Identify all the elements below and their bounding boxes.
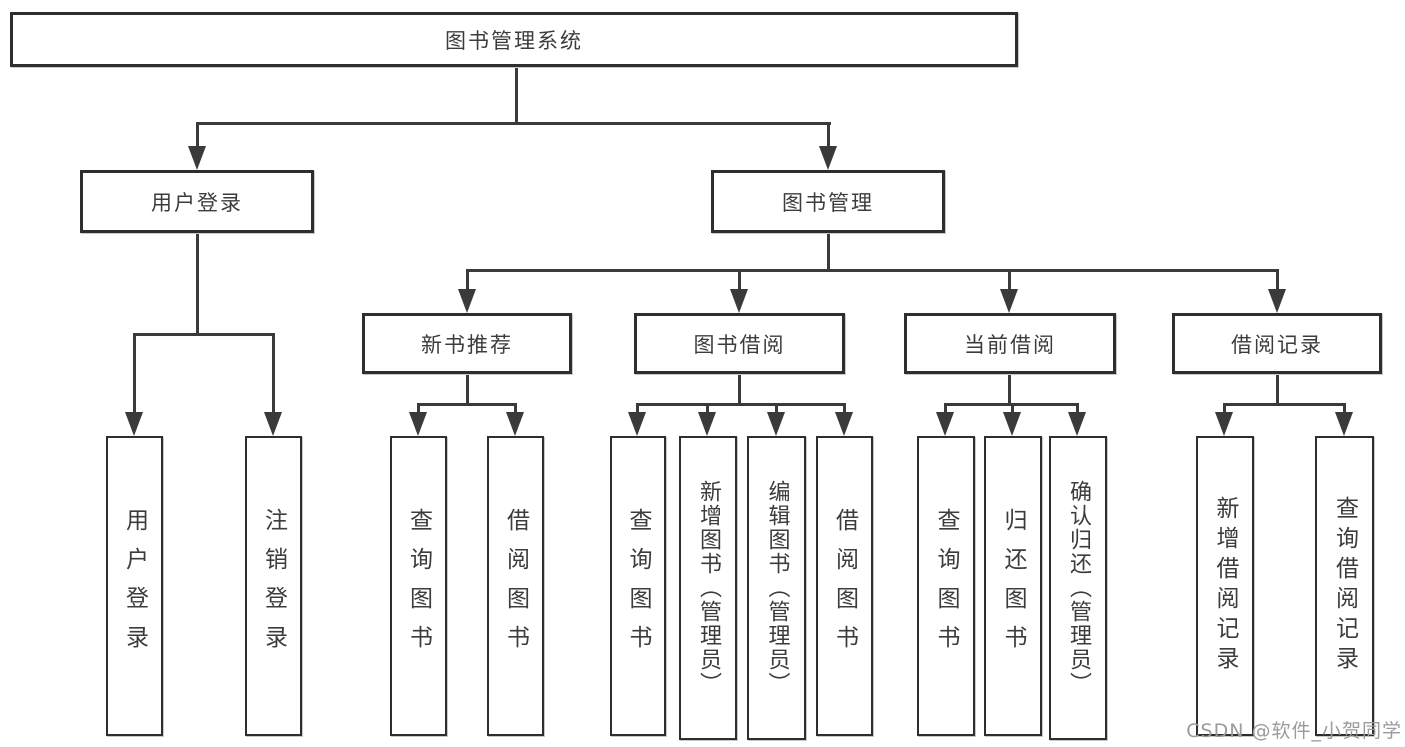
connector-borrow-records-stem xyxy=(1276,374,1279,406)
leaf-label: 查询借阅记录 xyxy=(1331,496,1358,676)
connector-drop-leaf xyxy=(514,403,517,419)
connector-drop-cat-new-book xyxy=(466,269,469,291)
leaf-label: 编辑图书（管理员） xyxy=(764,480,790,696)
leaf-label: 借阅图书 xyxy=(831,508,858,664)
node-cat-new-book: 新书推荐 xyxy=(362,313,572,374)
arrow-down-icon xyxy=(819,146,837,170)
connector-drop-leaf xyxy=(1076,403,1079,419)
node-leaf-query-book-3: 查询图书 xyxy=(917,436,975,736)
connector-user-login-stem xyxy=(196,232,199,336)
connector-drop-user-login xyxy=(196,122,199,152)
connector-drop-leaf xyxy=(1011,403,1014,419)
connector-drop-leaf xyxy=(636,403,639,419)
node-leaf-borrow-book-2: 借阅图书 xyxy=(816,436,873,736)
leaf-label: 注销登录 xyxy=(260,508,287,664)
arrow-down-icon xyxy=(1068,412,1086,436)
node-cat-current-borrow-label: 当前借阅 xyxy=(964,332,1056,357)
leaf-label: 查询图书 xyxy=(933,508,959,664)
arrow-down-icon xyxy=(409,412,427,436)
connector-root-rail xyxy=(196,122,831,125)
leaf-label: 用户登录 xyxy=(121,508,148,664)
arrow-down-icon xyxy=(264,412,282,436)
leaf-label: 查询图书 xyxy=(405,508,432,664)
csdn-watermark: CSDN @软件_小贺同学 xyxy=(1186,720,1402,742)
node-leaf-edit-book: 编辑图书（管理员） xyxy=(747,436,806,740)
arrow-down-icon xyxy=(1215,412,1233,436)
node-user-login: 用户登录 xyxy=(80,170,314,233)
node-leaf-add-book: 新增图书（管理员） xyxy=(679,436,737,740)
connector-drop-leaf xyxy=(706,403,709,419)
connector-drop-cat-current-borrow xyxy=(1008,269,1011,291)
arrow-down-icon xyxy=(767,412,785,436)
arrow-down-icon xyxy=(1000,289,1018,313)
connector-drop-leaf xyxy=(843,403,846,419)
node-leaf-confirm-return: 确认归还（管理员） xyxy=(1049,436,1107,740)
node-root: 图书管理系统 xyxy=(10,12,1018,67)
leaf-label: 借阅图书 xyxy=(502,508,529,664)
node-book-mgmt-label: 图书管理 xyxy=(782,190,874,215)
connector-current-borrow-stem xyxy=(1008,374,1011,406)
arrow-down-icon xyxy=(730,289,748,313)
connector-drop-cat-borrow-records xyxy=(1276,269,1279,291)
node-cat-book-borrow-label: 图书借阅 xyxy=(693,332,786,357)
connector-book-borrow-stem xyxy=(738,374,741,406)
arrow-down-icon xyxy=(936,412,954,436)
leaf-label: 查询图书 xyxy=(625,508,651,664)
arrow-down-icon xyxy=(1268,289,1286,313)
connector-drop-cat-book-borrow xyxy=(738,269,741,291)
node-leaf-user-login: 用户登录 xyxy=(106,436,163,736)
node-leaf-query-book-1: 查询图书 xyxy=(390,436,447,736)
connector-drop-leaf xyxy=(944,403,947,419)
node-book-mgmt: 图书管理 xyxy=(711,170,945,233)
leaf-label: 新增借阅记录 xyxy=(1212,496,1238,676)
node-leaf-return-book: 归还图书 xyxy=(984,436,1042,736)
connector-book-mgmt-rail xyxy=(466,269,1279,272)
arrow-down-icon xyxy=(188,146,206,170)
connector-drop-leaf xyxy=(417,403,420,419)
connector-drop-book-mgmt xyxy=(827,122,830,152)
arrow-down-icon xyxy=(125,412,143,436)
node-cat-borrow-records: 借阅记录 xyxy=(1172,313,1382,374)
arrow-down-icon xyxy=(698,412,716,436)
arrow-down-icon xyxy=(835,412,853,436)
connector-drop-leaf xyxy=(775,403,778,419)
leaf-label: 归还图书 xyxy=(1000,508,1026,664)
connector-new-book-stem xyxy=(466,374,469,406)
arrow-down-icon xyxy=(458,289,476,313)
connector-borrow-records-rail xyxy=(1223,403,1346,406)
arrow-down-icon xyxy=(506,412,524,436)
connector-drop-leaf xyxy=(1223,403,1226,419)
leaf-label: 新增图书（管理员） xyxy=(696,480,721,696)
node-cat-book-borrow: 图书借阅 xyxy=(634,313,845,374)
connector-drop-leaf-user-login xyxy=(133,333,136,415)
connector-drop-leaf xyxy=(1343,403,1346,419)
node-cat-borrow-records-label: 借阅记录 xyxy=(1231,332,1323,357)
connector-new-book-rail xyxy=(417,403,517,406)
connector-book-mgmt-stem xyxy=(827,232,830,272)
node-leaf-add-record: 新增借阅记录 xyxy=(1196,436,1254,736)
node-leaf-query-record: 查询借阅记录 xyxy=(1315,436,1374,736)
node-cat-current-borrow: 当前借阅 xyxy=(904,313,1116,374)
arrow-down-icon xyxy=(628,412,646,436)
connector-drop-leaf-logout xyxy=(272,333,275,415)
node-leaf-logout: 注销登录 xyxy=(245,436,302,736)
arrow-down-icon xyxy=(1003,412,1021,436)
connector-root-stem xyxy=(515,66,518,124)
connector-user-login-rail xyxy=(133,333,275,336)
leaf-label: 确认归还（管理员） xyxy=(1066,480,1091,696)
arrow-down-icon xyxy=(1335,412,1353,436)
node-cat-new-book-label: 新书推荐 xyxy=(421,332,513,357)
node-root-label: 图书管理系统 xyxy=(445,28,583,53)
connector-book-borrow-rail xyxy=(636,403,846,406)
node-leaf-borrow-book-1: 借阅图书 xyxy=(487,436,544,736)
node-user-login-label: 用户登录 xyxy=(151,190,243,215)
node-leaf-query-book-2: 查询图书 xyxy=(610,436,666,736)
